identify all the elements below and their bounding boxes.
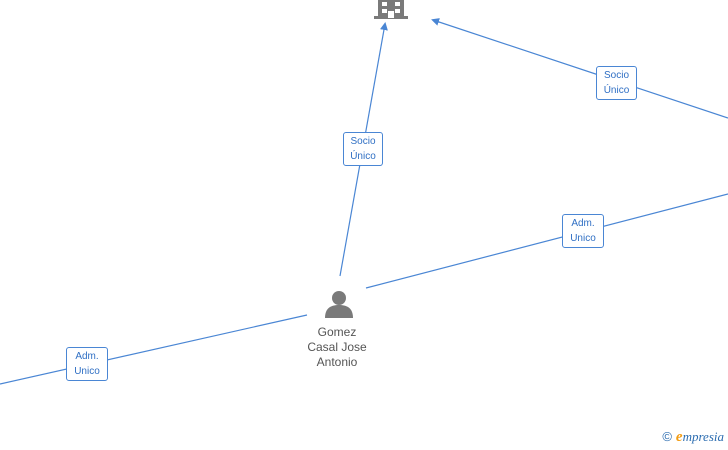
person-name-label[interactable]: Gomez Casal Jose Antonio	[296, 325, 378, 370]
edge-right-company-line	[431, 18, 728, 119]
edge-label-line: Socio	[350, 136, 376, 147]
brand-name: mpresia	[682, 429, 724, 444]
edge-label-line: Unico	[74, 366, 100, 377]
edge-label-line: Unico	[570, 233, 596, 244]
edge-label-line: Adm.	[75, 351, 99, 362]
edge-label-left-person[interactable]: Adm. Unico	[66, 347, 108, 381]
person-name-line: Antonio	[316, 355, 358, 369]
edge-label-line: Único	[603, 85, 630, 96]
edge-label-line: Adm.	[571, 218, 595, 229]
person-name-line: Casal Jose	[307, 340, 367, 354]
brand-watermark: ©empresia	[662, 429, 724, 446]
copyright-icon: ©	[662, 429, 672, 444]
person-icon[interactable]	[325, 291, 353, 318]
building-icon[interactable]	[374, 0, 408, 19]
edge-label-line: Único	[350, 151, 376, 162]
edge-label-line: Socio	[603, 70, 629, 81]
brand-initial: e	[675, 429, 683, 445]
edge-label-right-company[interactable]: Socio Único	[596, 66, 637, 100]
edge-person-right-line	[365, 193, 728, 289]
edge-label-person-company[interactable]: Socio Único	[343, 132, 383, 166]
edge-label-person-right[interactable]: Adm. Unico	[562, 214, 604, 248]
edge-left-person-line	[0, 314, 308, 385]
person-name-line: Gomez	[317, 325, 357, 339]
